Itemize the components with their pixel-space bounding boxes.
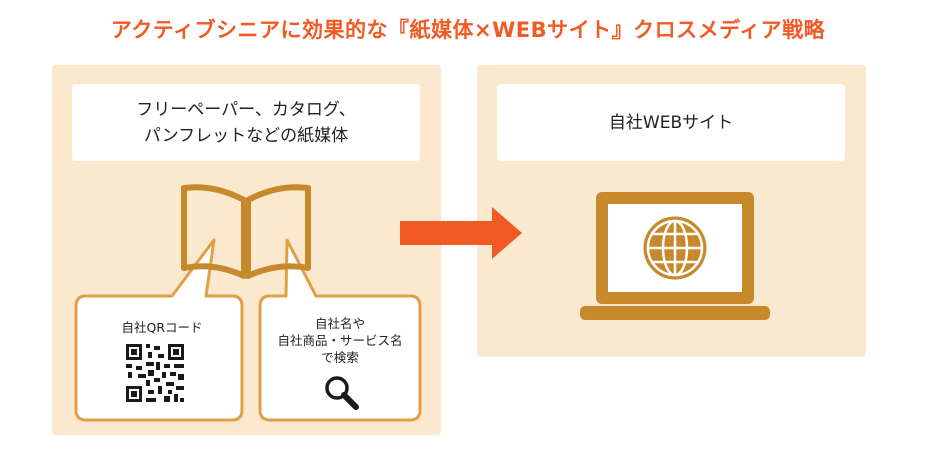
magnifier-icon bbox=[325, 376, 359, 410]
qr-code-icon bbox=[126, 344, 184, 402]
arrow-right-icon bbox=[400, 207, 522, 259]
search-bubble-line1: 自社名や bbox=[314, 316, 365, 331]
search-bubble-line3: で検索 bbox=[321, 350, 359, 365]
search-bubble-text: 自社名や 自社商品・サービス名 で検索 bbox=[262, 315, 418, 366]
open-book-icon bbox=[181, 184, 311, 279]
globe-icon bbox=[643, 216, 707, 280]
laptop-globe-icon bbox=[580, 192, 770, 320]
search-bubble bbox=[258, 238, 422, 422]
paper-media-label-line1: フリーペーパー、カタログ、 bbox=[136, 99, 356, 120]
diagram-title: アクティブシニアに効果的な『紙媒体×WEBサイト』クロスメディア戦略 bbox=[110, 18, 826, 42]
website-label-text: 自社WEBサイト bbox=[608, 112, 734, 133]
website-label: 自社WEBサイト bbox=[497, 84, 845, 161]
paper-media-label: フリーペーパー、カタログ、 パンフレットなどの紙媒体 bbox=[72, 84, 420, 161]
qr-bubble bbox=[74, 238, 244, 422]
paper-media-label-line2: パンフレットなどの紙媒体 bbox=[143, 125, 349, 146]
search-bubble-line2: 自社商品・サービス名 bbox=[277, 333, 403, 348]
qr-bubble-label: 自社QRコード bbox=[121, 320, 203, 335]
